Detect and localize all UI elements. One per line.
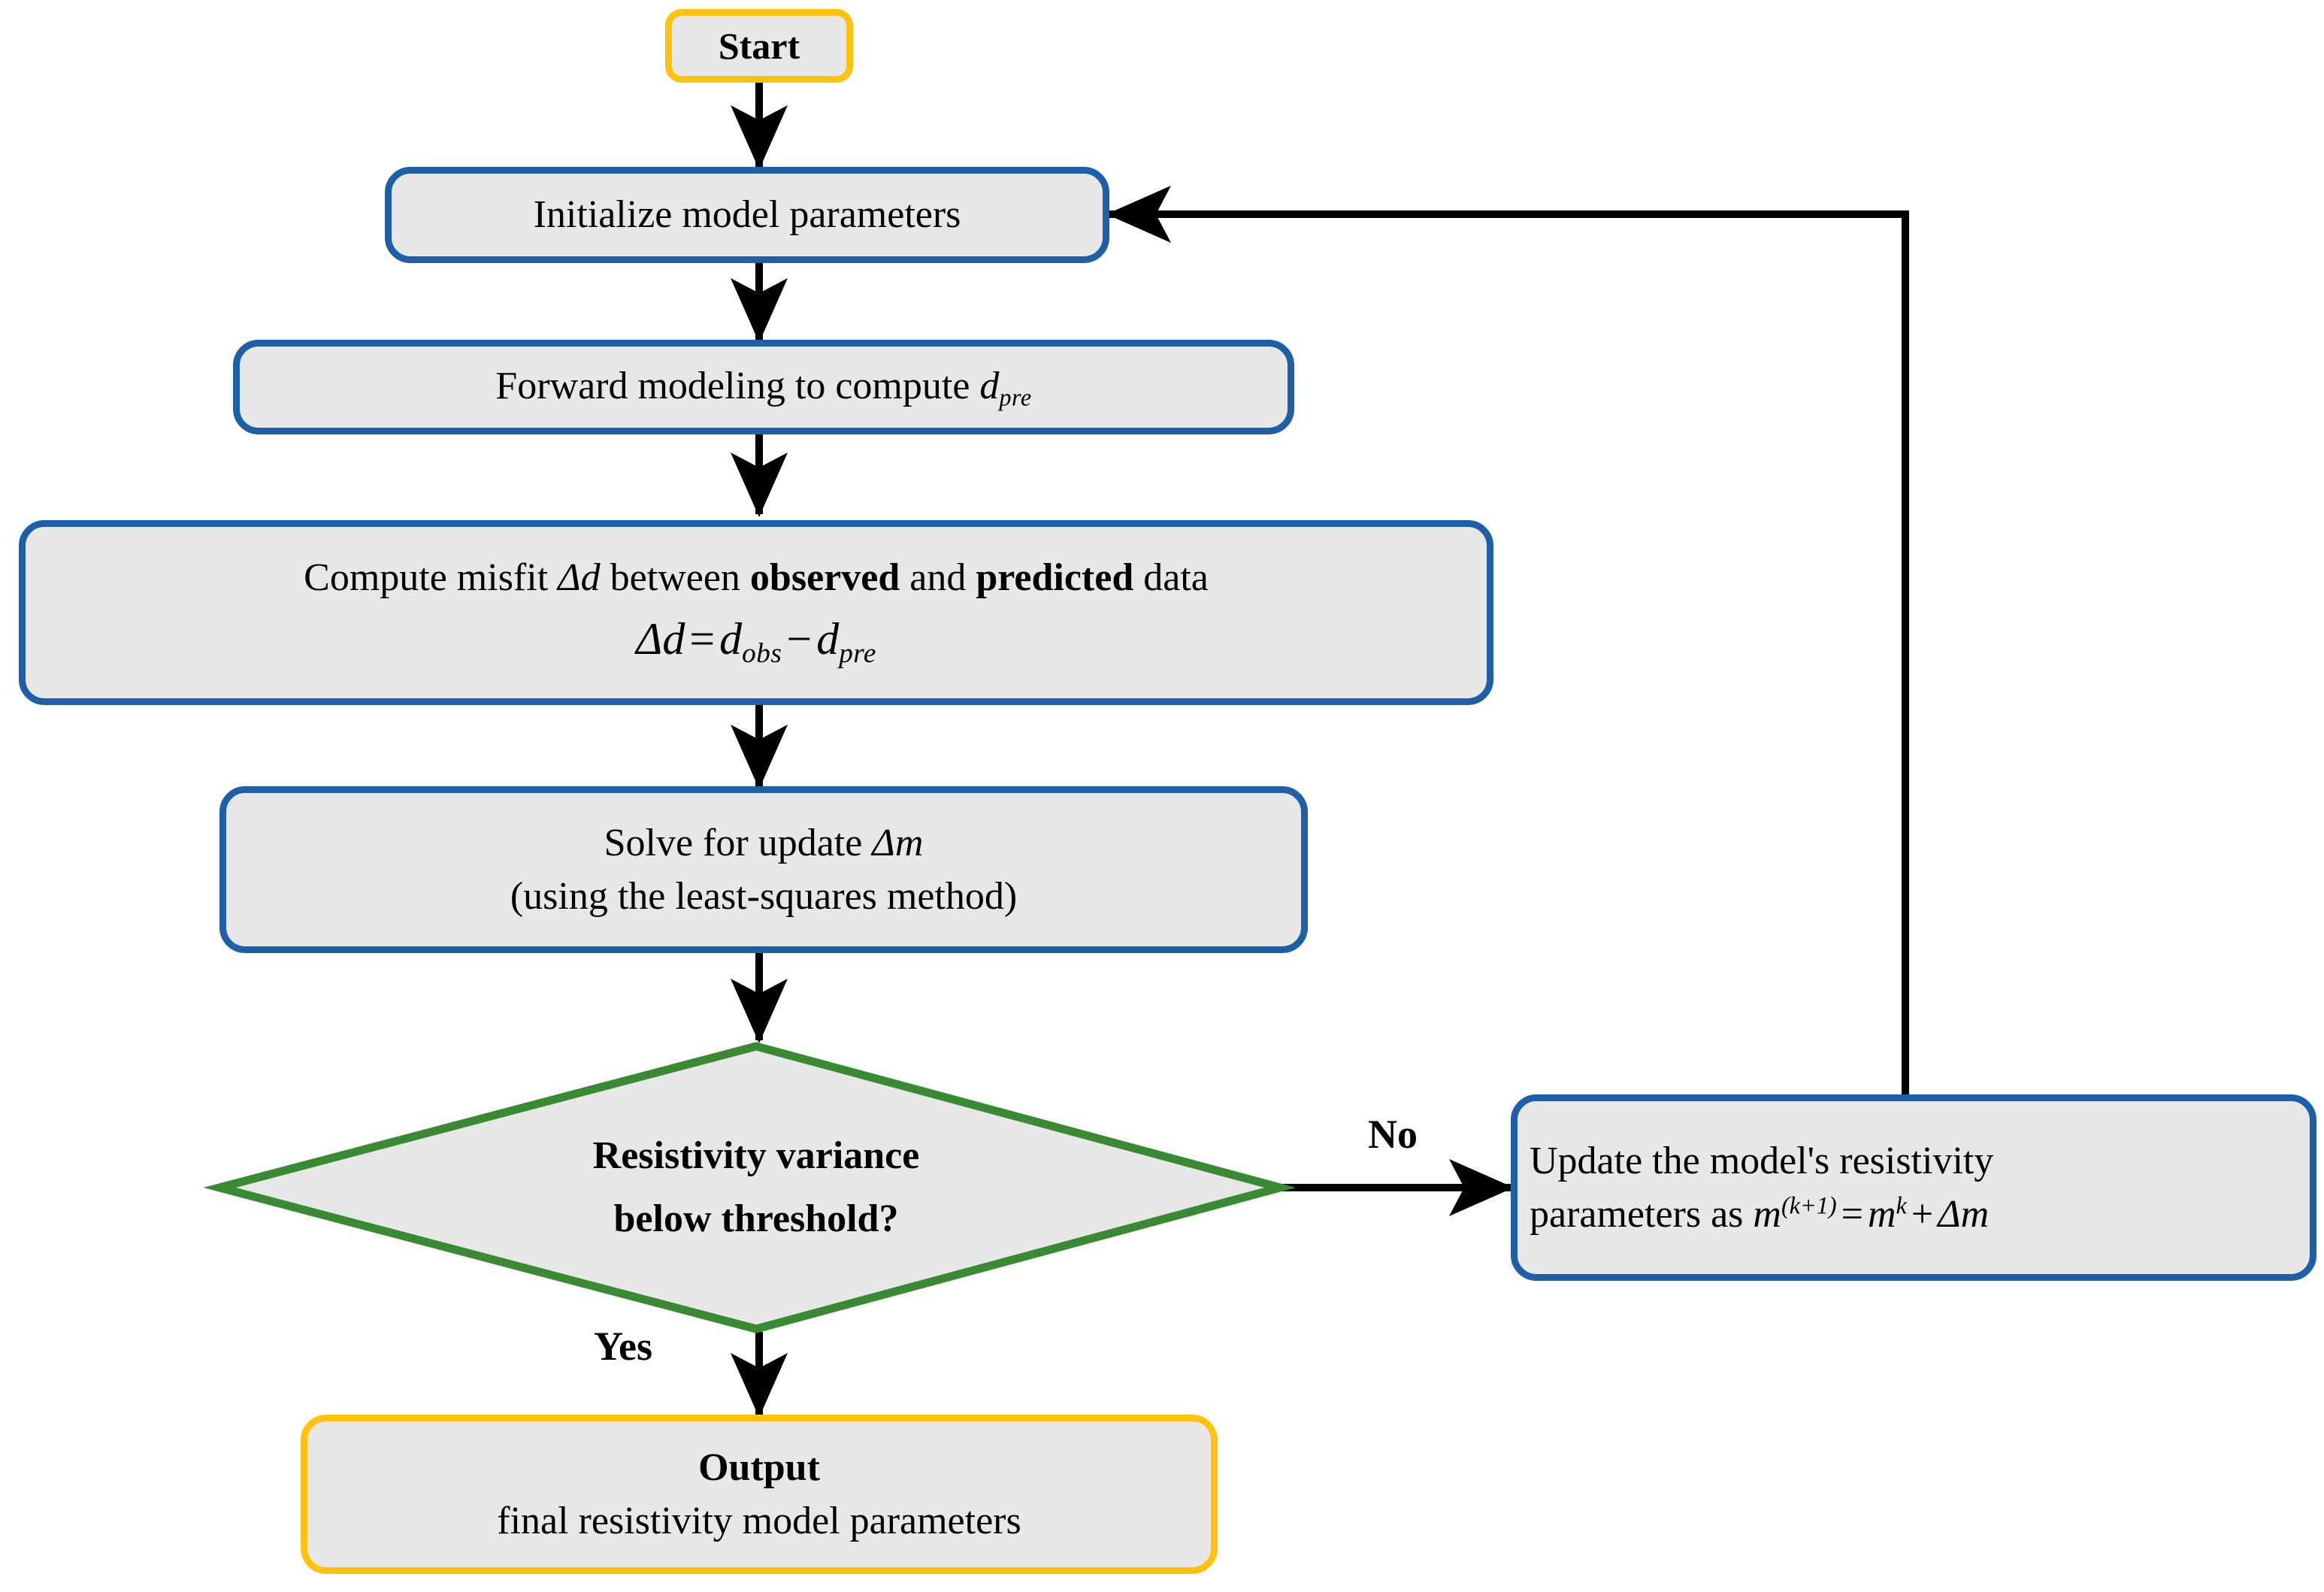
update-eq-equals: =	[1841, 1193, 1863, 1236]
node-initialize-label: Initialize model parameters	[533, 193, 961, 237]
update-eq-m2: m	[1867, 1193, 1896, 1236]
node-decision-line2: below threshold?	[613, 1197, 899, 1240]
update-eq-m1-sup: (k+1)	[1781, 1191, 1837, 1219]
node-start-label: Start	[718, 24, 800, 67]
node-update-line1: Update the model's resistivity	[1530, 1139, 1994, 1182]
update-eq-delta-m: Δm	[1938, 1193, 1990, 1236]
misfit-eq-term1: d	[719, 614, 743, 664]
update-text: parameters as	[1530, 1193, 1744, 1236]
node-update-line2: parameters as m(k+1)=mk+Δm	[1530, 1191, 1989, 1238]
misfit-bold-predicted: predicted	[976, 556, 1134, 600]
forward-var-sub: pre	[999, 383, 1032, 411]
node-solve-line2: (using the least-squares method)	[510, 875, 1018, 918]
misfit-eq-term1-sub: obs	[742, 638, 782, 670]
misfit-eq-minus: −	[786, 614, 812, 664]
solve-text: Solve for update	[604, 821, 863, 864]
node-solve-line1: Solve for update Δm	[604, 819, 924, 867]
solve-delta-m: Δm	[872, 821, 924, 864]
node-forward-modeling[interactable]: Forward modeling to compute dpre	[233, 340, 1294, 434]
node-decision-line1: Resistivity variance	[592, 1133, 920, 1177]
misfit-text-c: and	[909, 556, 967, 600]
edge-label-yes: Yes	[594, 1324, 652, 1369]
node-output[interactable]: Output final resistivity model parameter…	[301, 1415, 1218, 1574]
node-misfit-equation: Δd=dobs−dpre	[636, 612, 876, 671]
update-eq-plus: +	[1911, 1193, 1934, 1236]
update-eq-m1: m	[1753, 1193, 1781, 1236]
misfit-eq-term2: d	[816, 614, 840, 664]
misfit-eq-equals: =	[689, 614, 716, 664]
node-solve-update[interactable]: Solve for update Δm (using the least-squ…	[219, 786, 1308, 953]
misfit-bold-observed: observed	[749, 556, 900, 600]
node-misfit-line1: Compute misfit Δd between observed and p…	[304, 554, 1209, 601]
node-decision-text-wrap[interactable]: Resistivity variance below threshold?	[391, 1082, 1121, 1293]
misfit-text-b: between	[610, 556, 740, 600]
misfit-eq-lhs: Δd	[636, 614, 685, 664]
node-initialize[interactable]: Initialize model parameters	[385, 167, 1109, 263]
update-eq-m2-sup: k	[1896, 1191, 1907, 1219]
misfit-eq-term2-sub: pre	[839, 638, 876, 670]
node-output-line1: Output	[698, 1445, 820, 1489]
forward-var: d	[979, 364, 1000, 407]
node-update-model[interactable]: Update the model's resistivity parameter…	[1511, 1094, 2316, 1281]
node-start[interactable]: Start	[665, 9, 853, 83]
node-forward-label: Forward modeling to compute dpre	[495, 362, 1031, 413]
node-compute-misfit[interactable]: Compute misfit Δd between observed and p…	[19, 520, 1493, 705]
node-output-line2: final resistivity model parameters	[497, 1500, 1021, 1542]
misfit-delta-d: Δd	[558, 556, 601, 600]
misfit-text-d: data	[1143, 556, 1209, 600]
forward-text: Forward modeling to compute	[495, 364, 970, 407]
edge-label-no: No	[1368, 1112, 1418, 1157]
misfit-text-a: Compute misfit	[304, 556, 549, 600]
